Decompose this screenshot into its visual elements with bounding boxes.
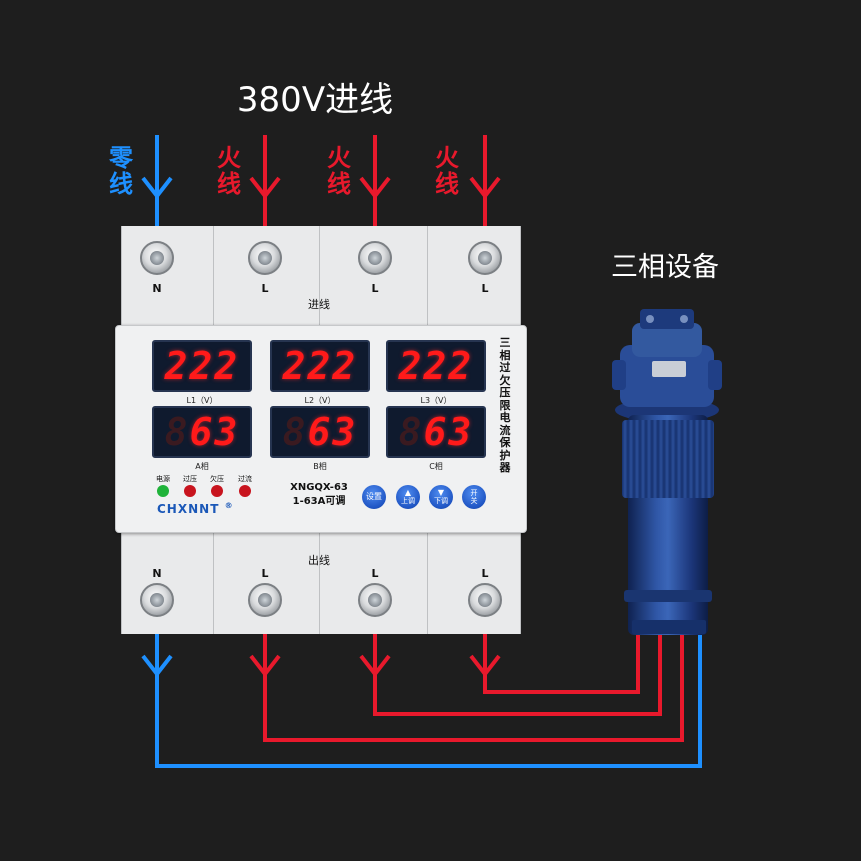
incoming-live-arrow-2 — [359, 176, 391, 200]
up-arrow-icon: ▲ — [404, 488, 412, 497]
brand-logo: CHXNNT ® — [157, 501, 234, 516]
bottom-terminal-l2[interactable] — [358, 583, 392, 617]
outgoing-live-wire-2 — [373, 600, 662, 716]
led-label-undervoltage: 欠压 — [210, 475, 224, 483]
top-module-n — [121, 226, 215, 326]
live-wire-label-2: 火 线 — [327, 144, 351, 198]
undervoltage-led — [211, 485, 223, 497]
top-terminal-n[interactable] — [140, 241, 174, 275]
bottom-terminal-letter-n: N — [152, 567, 162, 580]
led-label-overvoltage: 过压 — [183, 475, 197, 483]
power-on-label: 开 — [470, 489, 478, 497]
outgoing-neutral-wire — [155, 600, 702, 768]
voltage-display-l3: 222 — [386, 340, 486, 392]
bottom-module-l3 — [427, 531, 521, 634]
pump-ring — [624, 590, 712, 602]
settings-button[interactable]: 设置 — [362, 485, 386, 509]
top-terminal-letter-l2: L — [371, 282, 379, 295]
live-wire-label-1: 火 线 — [217, 144, 241, 198]
outgoing-live-arrow-2 — [359, 654, 391, 678]
bottom-terminal-letter-l3: L — [481, 567, 489, 580]
top-terminal-letter-l3: L — [481, 282, 489, 295]
bottom-terminal-l1[interactable] — [248, 583, 282, 617]
model-line-1: XNGQX-63 — [290, 482, 348, 493]
pump-base — [632, 620, 706, 634]
top-terminal-letter-n: N — [152, 282, 162, 295]
current-label-a: A相 — [195, 462, 209, 471]
top-terminal-l2[interactable] — [358, 241, 392, 275]
top-terminal-letter-l1: L — [261, 282, 269, 295]
outgoing-live-wire-1 — [263, 600, 684, 742]
voltage-label-l3: L3（V） — [420, 396, 452, 405]
equipment-label: 三相设备 — [611, 252, 719, 283]
model-line-2: 1-63A可调 — [292, 496, 346, 507]
led-label-power: 电源 — [156, 475, 170, 483]
pump-intake-grille — [622, 420, 714, 498]
up-button-label: 上调 — [401, 497, 415, 505]
outgoing-live-arrow-1 — [249, 654, 281, 678]
bottom-terminal-letter-l1: L — [261, 567, 269, 580]
outgoing-live-arrow-3 — [469, 654, 501, 678]
voltage-value-l1: 222 — [164, 344, 240, 388]
voltage-value-l2: 222 — [282, 344, 358, 388]
top-module-l3 — [427, 226, 521, 326]
incoming-neutral-arrow — [141, 176, 173, 200]
registered-mark: ® — [224, 501, 234, 510]
top-terminal-l3[interactable] — [468, 241, 502, 275]
neutral-wire-label: 零 线 — [109, 144, 133, 198]
bottom-terminal-n[interactable] — [140, 583, 174, 617]
down-button-label: 下调 — [434, 497, 448, 505]
device-vertical-title: 三相过欠压限电流保护器 — [499, 336, 511, 474]
current-label-c: C相 — [429, 462, 443, 471]
voltage-display-l1: 222 — [152, 340, 252, 392]
incoming-live-arrow-1 — [249, 176, 281, 200]
bottom-terminal-letter-l2: L — [371, 567, 379, 580]
incoming-live-arrow-3 — [469, 176, 501, 200]
power-off-label: 关 — [470, 497, 478, 505]
up-button[interactable]: ▲上调 — [396, 485, 420, 509]
outgoing-live-wire-3 — [483, 600, 640, 694]
voltage-label-l2: L2（V） — [304, 396, 336, 405]
overvoltage-led — [184, 485, 196, 497]
current-display-b: 863 — [270, 406, 370, 458]
voltage-value-l3: 222 — [398, 344, 474, 388]
current-display-a: 863 — [152, 406, 252, 458]
current-value-c: 63 — [423, 410, 474, 454]
outgoing-neutral-arrow — [141, 654, 173, 678]
voltage-label-l1: L1（V） — [186, 396, 218, 405]
supply-title: 380V进线 — [236, 80, 394, 120]
power-led — [157, 485, 169, 497]
top-terminal-l1[interactable] — [248, 241, 282, 275]
overcurrent-led — [239, 485, 251, 497]
pump-motor-head — [612, 309, 722, 422]
current-label-b: B相 — [313, 462, 327, 471]
incoming-zone-label: 进线 — [308, 298, 330, 311]
bottom-terminal-l3[interactable] — [468, 583, 502, 617]
down-button[interactable]: ▼下调 — [429, 485, 453, 509]
down-arrow-icon: ▼ — [437, 488, 445, 497]
settings-button-label: 设置 — [366, 492, 382, 501]
current-value-b: 63 — [307, 410, 358, 454]
power-toggle-button[interactable]: 开关 — [462, 485, 486, 509]
current-display-c: 863 — [386, 406, 486, 458]
led-label-overcurrent: 过流 — [238, 475, 252, 483]
voltage-display-l2: 222 — [270, 340, 370, 392]
current-value-a: 63 — [189, 410, 240, 454]
outgoing-zone-label: 出线 — [308, 554, 330, 567]
bottom-module-n — [121, 531, 215, 634]
live-wire-label-3: 火 线 — [435, 144, 459, 198]
brand-name: CHXNNT — [157, 502, 220, 516]
